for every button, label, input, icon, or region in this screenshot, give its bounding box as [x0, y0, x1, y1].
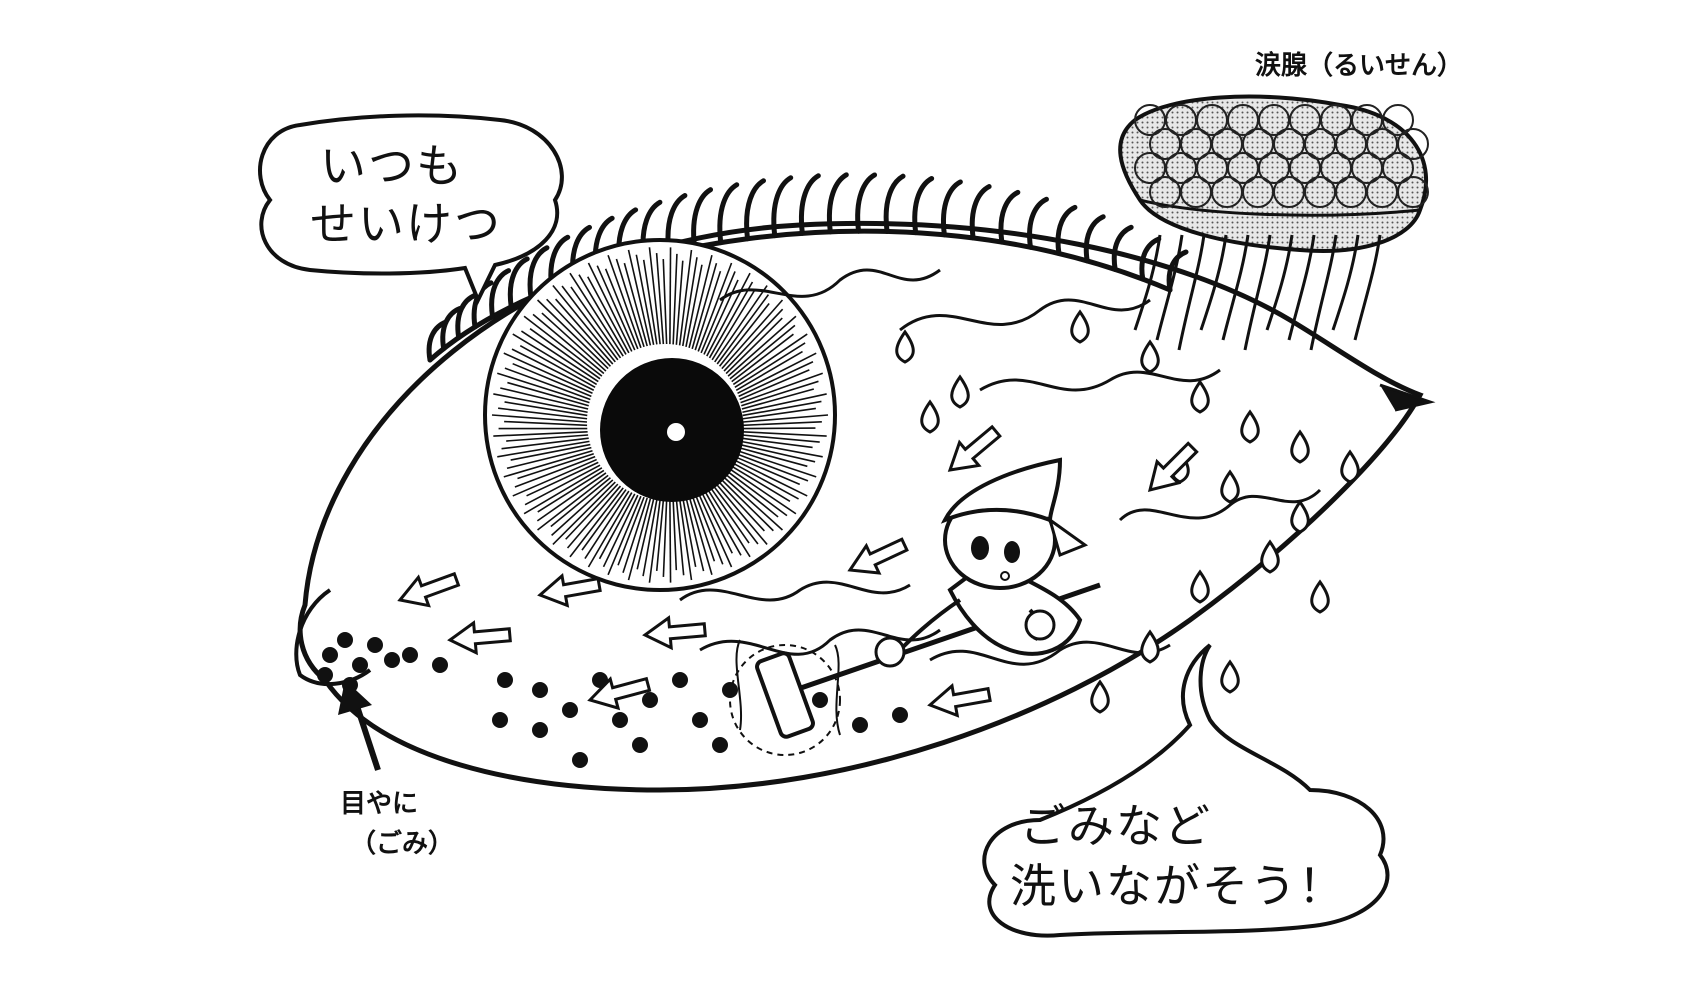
debris-dot: [712, 737, 728, 753]
lacrimal-gland-label: 涙腺（るいせん）: [1255, 52, 1463, 82]
debris-dot: [532, 682, 548, 698]
debris-dot: [337, 632, 353, 648]
debris-dot: [367, 637, 383, 653]
gland-duct: [1355, 235, 1380, 340]
tear-droplet: [1222, 662, 1239, 692]
bubble-bottom-line2: 洗いながそう！: [1010, 860, 1346, 913]
debris-dot: [322, 647, 338, 663]
tear-droplet: [1092, 682, 1109, 712]
debris-label-line2: （ごみ）: [350, 830, 454, 860]
debris-dot: [562, 702, 578, 718]
debris-dot: [632, 737, 648, 753]
debris-dot: [497, 672, 513, 688]
debris-label-line1: 目やに: [340, 790, 418, 820]
iris: [485, 240, 835, 590]
debris-dot: [402, 647, 418, 663]
bubble-top-line1: いつも: [320, 140, 464, 193]
debris-dot: [612, 712, 628, 728]
debris-dot: [572, 752, 588, 768]
debris-dot: [672, 672, 688, 688]
tear-droplet: [1312, 582, 1329, 612]
debris-dot: [642, 692, 658, 708]
pupil-highlight: [667, 423, 685, 441]
debris-dot: [384, 652, 400, 668]
eye-outline: [300, 223, 1420, 790]
debris-dot: [432, 657, 448, 673]
debris-dot: [492, 712, 508, 728]
debris-dot: [892, 707, 908, 723]
iris-line: [670, 247, 671, 344]
bubble-bottom-line1: ごみなど: [1020, 800, 1212, 853]
iris-line: [670, 500, 671, 583]
debris-dot: [592, 672, 608, 688]
debris-dot: [812, 692, 828, 708]
debris-dot: [852, 717, 868, 733]
bubble-top-line2: せいけつ: [310, 198, 502, 251]
debris-dot: [352, 657, 368, 673]
debris-dot: [692, 712, 708, 728]
debris-dot: [317, 667, 333, 683]
debris-dot: [532, 722, 548, 738]
